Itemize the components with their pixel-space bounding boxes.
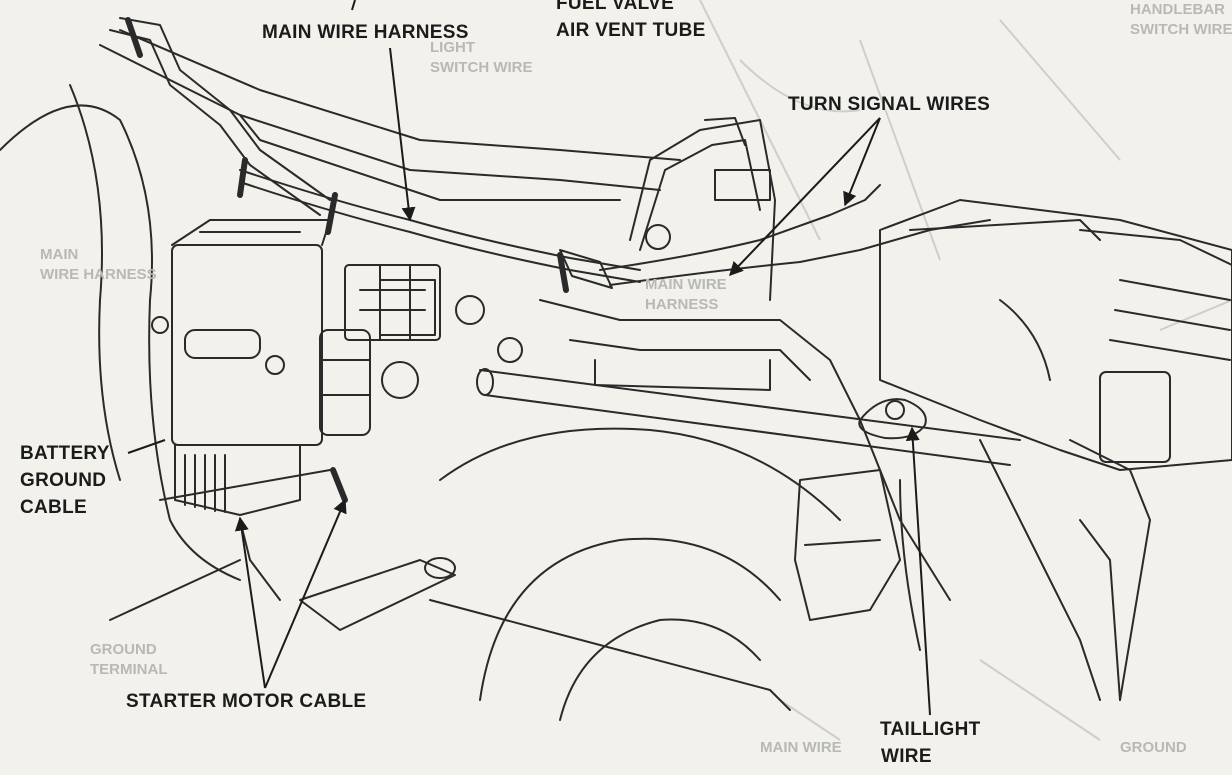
leader-turn-signal-1 [729, 117, 881, 277]
ghost-text: MAIN WIRE [645, 276, 727, 293]
leader-lines [127, 0, 931, 716]
label-battery-ground-cable: BATTERY GROUND CABLE [20, 440, 110, 521]
label-line: AIR VENT TUBE [556, 20, 706, 41]
label-line: TURN SIGNAL WIRES [788, 94, 991, 115]
label-line: FUEL VALVE [556, 0, 675, 14]
label-turn-signal-wires: TURN SIGNAL WIRES [788, 91, 990, 118]
ghost-label-ground: GROUND TERMINAL [90, 640, 168, 680]
ghost-text: MAIN WIRE [760, 739, 842, 756]
ghost-text: HANDLEBAR [1130, 1, 1225, 18]
leader-fuel-valve-stub [351, 0, 356, 11]
label-line: CABLE [20, 497, 87, 518]
label-line: MAIN WIRE HARNESS [262, 22, 469, 43]
ghost-text: MAIN [40, 246, 79, 263]
ghost-label-main-wire: MAIN WIRE [760, 738, 842, 758]
ghost-text: SWITCH WIRE [430, 59, 533, 76]
leader-turn-signal-2 [843, 117, 881, 207]
ghost-label-handlebar: HANDLEBAR SWITCH WIRE [1130, 0, 1232, 40]
label-line: WIRE [881, 746, 932, 767]
label-line: GROUND [20, 470, 107, 491]
leader-starter-1 [234, 516, 266, 689]
ghost-label-wire-harness: MAIN WIRE HARNESS [40, 245, 157, 285]
label-main-wire-harness: MAIN WIRE HARNESS [262, 19, 469, 46]
label-starter-motor-cable: STARTER MOTOR CABLE [126, 688, 366, 715]
frame-and-components [0, 17, 1232, 721]
leader-starter-2 [264, 498, 347, 689]
ghost-label-switch-wire: LIGHT SWITCH WIRE [430, 38, 533, 78]
ghost-text: GROUND [1120, 739, 1187, 756]
label-line: BATTERY [20, 443, 110, 464]
ghost-text: TERMINAL [90, 661, 168, 678]
leader-battery-ground [127, 439, 166, 454]
label-taillight-wire: TAILLIGHT WIRE [880, 716, 981, 770]
leader-main-wire-harness [389, 47, 416, 222]
ghost-text: GROUND [90, 641, 157, 658]
label-line: STARTER MOTOR CABLE [126, 691, 367, 712]
ghost-text: LIGHT [430, 39, 475, 56]
ghost-text: WIRE HARNESS [40, 266, 157, 283]
ghost-text: HARNESS [645, 296, 719, 313]
label-line: TAILLIGHT [880, 719, 981, 740]
label-fuel-valve-air-vent-tube: FUEL VALVE AIR VENT TUBE [556, 0, 706, 44]
ghost-label-harness: MAIN WIRE HARNESS [645, 275, 727, 315]
ghost-text: SWITCH WIRE [1130, 21, 1232, 38]
ghost-label-ground-right: GROUND [1120, 738, 1187, 758]
leader-taillight [905, 426, 931, 716]
